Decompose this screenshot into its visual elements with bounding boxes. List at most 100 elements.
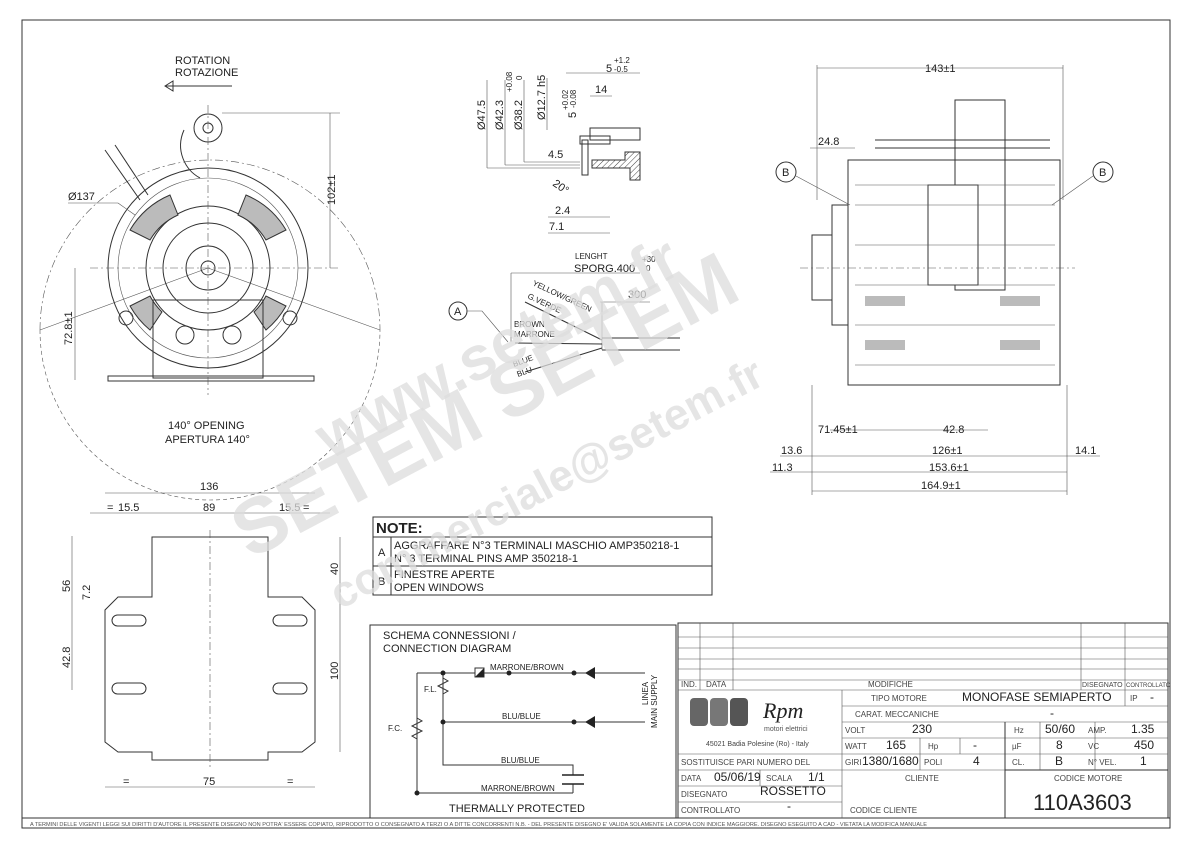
svg-text:BLU/BLUE: BLU/BLUE: [502, 712, 541, 721]
svg-text:Rpm: Rpm: [762, 698, 803, 723]
svg-text:05/06/19: 05/06/19: [714, 770, 761, 784]
title-block: IND. DATA MODIFICHE DISEGNATO CONTROLLAT…: [677, 622, 1171, 819]
svg-text:1.35: 1.35: [1131, 722, 1155, 736]
svg-text:-: -: [973, 738, 977, 752]
svg-text:7.2: 7.2: [81, 585, 93, 600]
svg-text:300: 300: [628, 289, 646, 301]
svg-text:B: B: [1099, 167, 1106, 179]
svg-text:motori elettrici: motori elettrici: [764, 726, 808, 733]
svg-text:CARAT. MECCANICHE: CARAT. MECCANICHE: [855, 710, 939, 719]
svg-text:N° 3 TERMINAL PINS AMP 350218-: N° 3 TERMINAL PINS AMP 350218-1: [394, 553, 578, 565]
svg-text:VC: VC: [1088, 742, 1099, 751]
svg-text:F.L.: F.L.: [424, 685, 437, 694]
svg-text:11.3: 11.3: [772, 462, 793, 474]
svg-text:MODIFICHE: MODIFICHE: [868, 680, 913, 689]
svg-text:WATT: WATT: [845, 742, 867, 751]
svg-text:42.8: 42.8: [61, 647, 73, 668]
svg-text:40: 40: [329, 563, 341, 575]
svg-text:-0.5: -0.5: [614, 65, 628, 74]
svg-text:CONNECTION DIAGRAM: CONNECTION DIAGRAM: [383, 643, 511, 655]
svg-text:165: 165: [886, 738, 906, 752]
svg-text:-: -: [1150, 690, 1154, 704]
svg-text:SCALA: SCALA: [766, 774, 793, 783]
svg-text:AGGRAFFARE N°3 TERMINALI MASCH: AGGRAFFARE N°3 TERMINALI MASCHIO AMP3502…: [394, 540, 679, 552]
svg-text:B: B: [378, 576, 385, 588]
svg-text:Ø47.5: Ø47.5: [476, 100, 488, 130]
svg-text:=: =: [123, 776, 129, 788]
svg-text:FINESTRE APERTE: FINESTRE APERTE: [394, 569, 495, 581]
svg-text:IND.: IND.: [681, 680, 697, 689]
svg-text:BLU/BLUE: BLU/BLUE: [501, 756, 540, 765]
svg-text:ROSSETTO: ROSSETTO: [760, 784, 826, 798]
svg-text:42.8: 42.8: [943, 424, 964, 436]
svg-text:5: 5: [567, 112, 579, 118]
svg-text:SPORG.400: SPORG.400: [574, 263, 635, 275]
svg-text:2.4: 2.4: [555, 205, 570, 217]
svg-text:153.6±1: 153.6±1: [929, 462, 969, 474]
svg-text:0: 0: [515, 75, 524, 80]
svg-text:1380/1680: 1380/1680: [862, 754, 919, 768]
svg-text:CONTROLLATO: CONTROLLATO: [681, 806, 740, 815]
svg-text:DATA: DATA: [706, 680, 727, 689]
svg-text:75: 75: [203, 776, 215, 788]
svg-text:126±1: 126±1: [932, 445, 963, 457]
svg-text:5: 5: [606, 63, 612, 75]
svg-text:MARRONE: MARRONE: [514, 330, 555, 339]
svg-text:Hz: Hz: [1014, 726, 1024, 735]
svg-text:14.1: 14.1: [1075, 445, 1096, 457]
svg-text:GIRI: GIRI: [845, 758, 861, 767]
svg-text:DISEGNATO: DISEGNATO: [1082, 682, 1123, 689]
svg-text:A: A: [378, 547, 386, 559]
svg-text:A: A: [454, 306, 462, 318]
svg-text:OPEN WINDOWS: OPEN WINDOWS: [394, 582, 484, 594]
svg-text:APERTURA 140°: APERTURA 140°: [165, 434, 250, 446]
svg-text:102±1: 102±1: [326, 174, 338, 205]
svg-text:7.1: 7.1: [549, 221, 564, 233]
side-view: 143±1 24.8 B B 71.45±1 42.8 13.6 126±1 1…: [770, 63, 1114, 495]
svg-text:POLI: POLI: [924, 758, 942, 767]
resistor-fl-icon: [436, 677, 450, 695]
svg-text:MARRONE/BROWN: MARRONE/BROWN: [481, 784, 555, 793]
svg-text:CODICE CLIENTE: CODICE CLIENTE: [850, 806, 917, 815]
svg-text:CLIENTE: CLIENTE: [905, 774, 939, 783]
svg-text:TIPO MOTORE: TIPO MOTORE: [871, 694, 927, 703]
svg-text:B: B: [782, 167, 789, 179]
svg-text:1: 1: [1140, 754, 1147, 768]
svg-text:164.9±1: 164.9±1: [921, 480, 961, 492]
svg-text:SOSTITUISCE PARI NUMERO DEL: SOSTITUISCE PARI NUMERO DEL: [681, 758, 811, 767]
svg-text:BROWN: BROWN: [514, 320, 545, 329]
svg-text:CONTROLLATO: CONTROLLATO: [1126, 683, 1171, 689]
svg-text:14: 14: [595, 84, 607, 96]
svg-text:0: 0: [646, 264, 651, 273]
svg-text:15.5: 15.5: [279, 502, 300, 514]
svg-text:230: 230: [912, 722, 932, 736]
svg-text:Ø137: Ø137: [68, 191, 95, 203]
svg-text:50/60: 50/60: [1045, 722, 1075, 736]
svg-text:Ø42.3: Ø42.3: [494, 100, 506, 130]
svg-text:-0.08: -0.08: [569, 89, 578, 108]
rpm-logo: Rpm motori elettrici: [690, 698, 808, 733]
svg-text:71.45±1: 71.45±1: [818, 424, 858, 436]
connection-diagram: SCHEMA CONNESSIONI / CONNECTION DIAGRAM …: [369, 624, 677, 819]
svg-text:+0.08: +0.08: [505, 71, 514, 92]
svg-text:+1.2: +1.2: [614, 56, 630, 65]
svg-text:+30: +30: [642, 255, 656, 264]
svg-text:56: 56: [61, 580, 73, 592]
svg-text:LENGHT: LENGHT: [575, 252, 608, 261]
svg-text:4: 4: [973, 754, 980, 768]
svg-text:VOLT: VOLT: [845, 726, 865, 735]
copyright-footer: A TERMINI DELLE VIGENTI LEGGI SUI DIRITT…: [30, 822, 927, 828]
svg-text:8: 8: [1056, 738, 1063, 752]
svg-text:450: 450: [1134, 738, 1154, 752]
svg-text:=: =: [287, 776, 293, 788]
svg-text:IP: IP: [1130, 694, 1138, 703]
svg-text:72.8±1: 72.8±1: [63, 311, 75, 345]
shaft-detail: Ø47.5 Ø42.3 Ø38.2 +0.08 0 Ø12.7 h5 5 +0.…: [476, 56, 641, 234]
svg-text:Hp: Hp: [928, 742, 939, 751]
svg-text:89: 89: [203, 502, 215, 514]
svg-text:4.5: 4.5: [548, 149, 563, 161]
svg-text:CODICE MOTORE: CODICE MOTORE: [1054, 774, 1122, 783]
rotation-arrow-icon: [164, 80, 232, 92]
motor-code: 110A3603: [1033, 790, 1132, 815]
